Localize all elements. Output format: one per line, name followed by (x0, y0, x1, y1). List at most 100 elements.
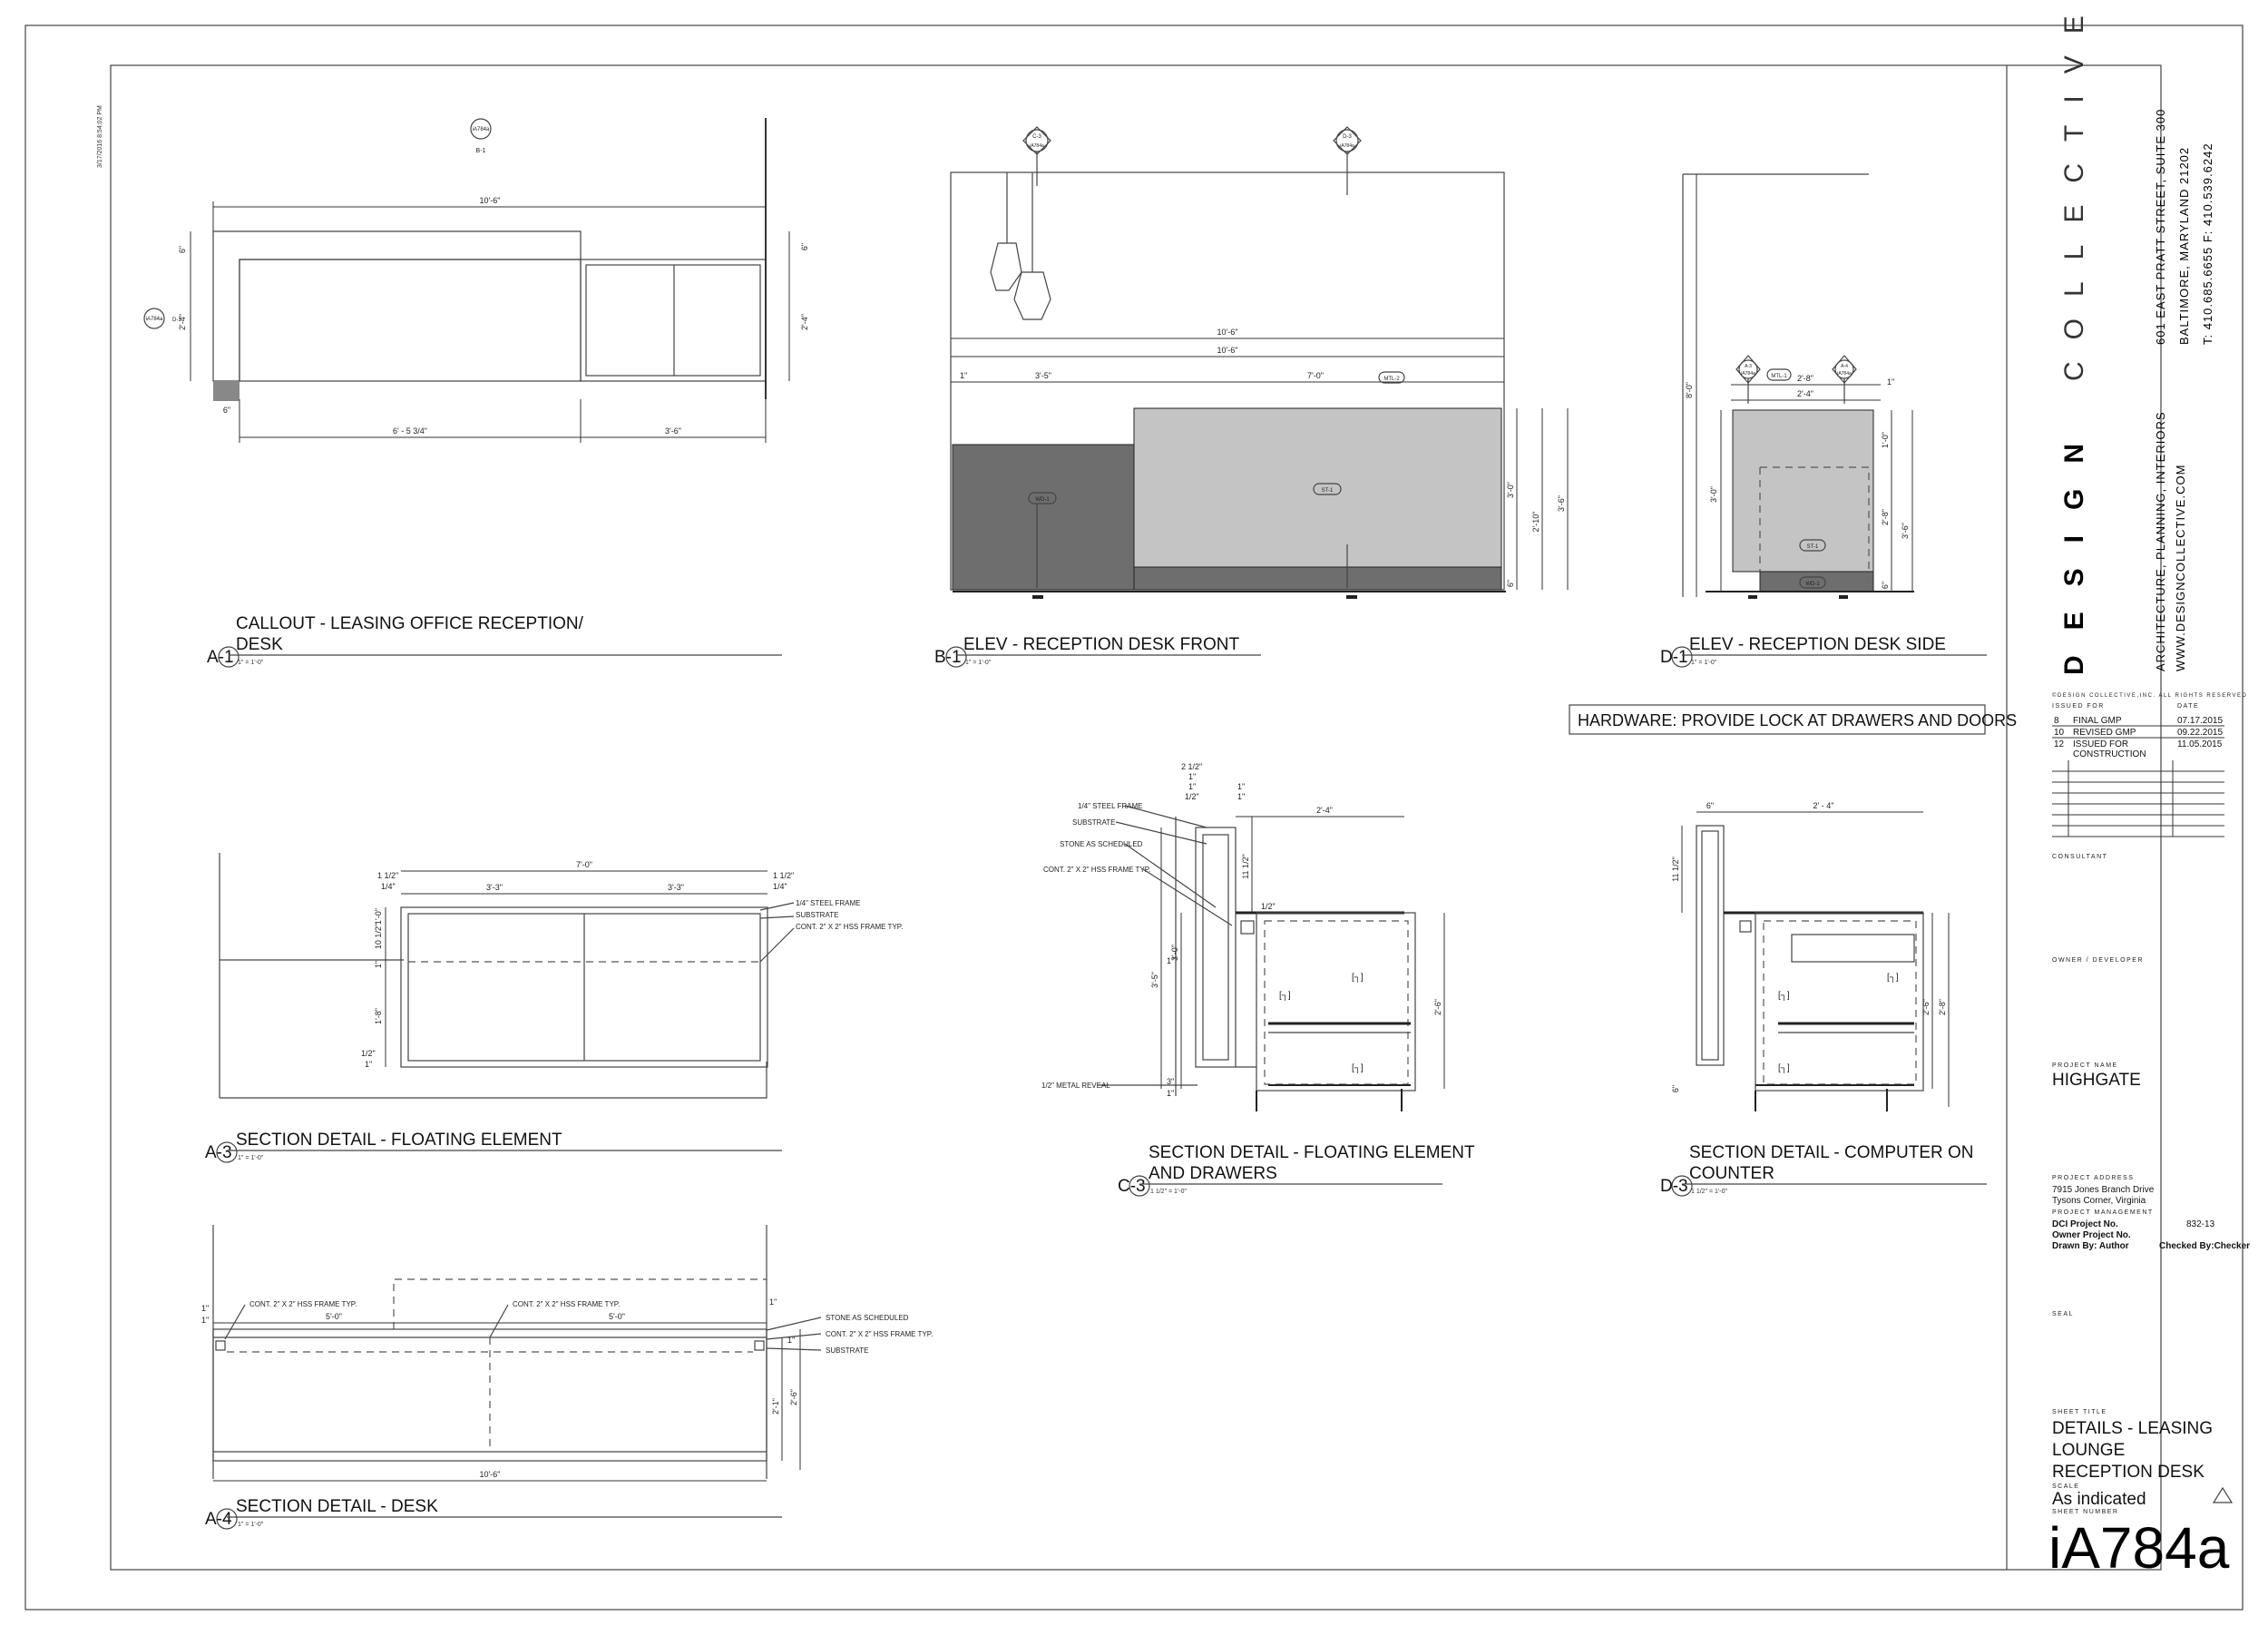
svg-text:3'-0": 3'-0" (1170, 945, 1179, 961)
svg-text:1": 1" (1188, 772, 1196, 781)
svg-text:SUBSTRATE: SUBSTRATE (796, 911, 838, 919)
svg-text:1/2": 1/2" (1185, 792, 1199, 801)
svg-text:2'-10": 2'-10" (1531, 512, 1540, 533)
svg-text:SUBSTRATE: SUBSTRATE (1072, 818, 1115, 827)
drawer-cabinet (1256, 912, 1416, 1092)
svg-text:WD-1: WD-1 (1805, 582, 1820, 587)
svg-text:3'-5": 3'-5" (1035, 371, 1051, 380)
svg-text:2'-8": 2'-8" (1881, 509, 1890, 525)
view-title: SECTION DETAIL - DESK (236, 1497, 438, 1516)
svg-text:1": 1" (201, 1316, 209, 1325)
section-marker-c3[interactable]: C-3 iA784a (1022, 126, 1051, 186)
view-a3: 7'-0" 3'-3" 3'-3" 1 1/2" 1/4" 1 1/2" 1/4… (205, 853, 903, 1163)
view-id: A-4 (205, 1510, 232, 1529)
svg-text:A-4: A-4 (1841, 364, 1848, 369)
svg-text:Drawn By: Author: Drawn By: Author (2052, 1241, 2129, 1251)
print-timestamp: 3/17/2016 8:54:02 PM (97, 105, 103, 168)
view-id: A-1 (207, 648, 234, 667)
sheet-title: DETAILS - LEASING (2052, 1419, 2213, 1438)
svg-text:2'-4": 2'-4" (1797, 389, 1813, 398)
view-title: ELEV - RECEPTION DESK FRONT (963, 635, 1239, 654)
pendant-light-icon (1013, 271, 1051, 320)
svg-text:2'-6": 2'-6" (1433, 999, 1442, 1015)
svg-text:1/4": 1/4" (773, 882, 787, 891)
material-tag-wd1: WD-1 (1028, 492, 1057, 504)
svg-text:3'-6": 3'-6" (665, 426, 681, 436)
hardware-note-box (1569, 704, 1986, 735)
section-marker-a3[interactable]: A-3 iA784a (1735, 355, 1761, 404)
svg-text:iA784a: iA784a (1030, 143, 1044, 149)
svg-text:1": 1" (1167, 956, 1174, 965)
copyright: ©DESIGN COLLECTIVE,INC. ALL RIGHTS RESER… (2052, 692, 2247, 699)
svg-text:1": 1" (1167, 1089, 1174, 1098)
view-title: SECTION DETAIL - COMPUTER ON (1689, 1143, 1974, 1162)
svg-text:2'-4": 2'-4" (1316, 806, 1333, 815)
svg-text:6": 6" (1706, 801, 1714, 810)
svg-text:B-1: B-1 (476, 148, 486, 154)
view-a1: iA784a B-1 iA784a D-1 10'-6" 6' - 5 3/4"… (143, 118, 809, 668)
svg-text:1/4" STEEL FRAME: 1/4" STEEL FRAME (796, 899, 860, 907)
svg-text:6": 6" (178, 246, 187, 253)
svg-text:11 1/2": 11 1/2" (1671, 857, 1680, 882)
svg-text:10'-6": 10'-6" (480, 196, 501, 205)
svg-text:CONT. 2" X 2" HSS FRAME TYP.: CONT. 2" X 2" HSS FRAME TYP. (1043, 866, 1150, 874)
firm-services: ARCHITECTURE, PLANNING, INTERIORS (2154, 411, 2167, 671)
section-marker-a4[interactable]: A-4 iA784a (1832, 355, 1857, 404)
svg-text:STONE AS SCHEDULED: STONE AS SCHEDULED (826, 1314, 909, 1322)
section-marker-d1[interactable]: iA784a D-1 (143, 308, 181, 329)
floating-element-section (400, 906, 768, 1068)
section-marker-b1[interactable]: iA784a B-1 (470, 118, 492, 154)
svg-text:Tysons Corner, Virginia: Tysons Corner, Virginia (2052, 1196, 2146, 1206)
svg-text:1/4" STEEL FRAME: 1/4" STEEL FRAME (1078, 802, 1142, 810)
svg-text:SUBSTRATE: SUBSTRATE (826, 1346, 868, 1355)
svg-text:FINAL GMP: FINAL GMP (2073, 716, 2122, 726)
svg-text:1" = 1'-0": 1" = 1'-0" (238, 660, 264, 666)
svg-text:1/2" METAL REVEAL: 1/2" METAL REVEAL (1041, 1082, 1110, 1090)
computer-panel-section (1696, 825, 1725, 1066)
project-name: HIGHGATE (2052, 1071, 2141, 1090)
section-marker-d3[interactable]: D-3 iA784a (1333, 126, 1362, 195)
svg-text:DATE: DATE (2177, 703, 2199, 710)
svg-text:1": 1" (1237, 782, 1245, 791)
svg-text:1": 1" (769, 1297, 777, 1307)
svg-text:[┐]: [┐] (1887, 973, 1899, 983)
svg-text:1": 1" (365, 1060, 372, 1069)
svg-text:1": 1" (787, 1336, 795, 1345)
svg-text:Checked By:Checker: Checked By:Checker (2159, 1241, 2250, 1251)
svg-text:REVISED GMP: REVISED GMP (2073, 728, 2136, 738)
svg-text:10'-6": 10'-6" (480, 1470, 501, 1479)
desk-side-stone (1732, 409, 1874, 573)
svg-text:iA784a: iA784a (1837, 371, 1852, 377)
svg-text:3'-3": 3'-3" (486, 883, 503, 892)
view-title: SECTION DETAIL - FLOATING ELEMENT (1149, 1143, 1475, 1162)
svg-text:3'-6": 3'-6" (1901, 523, 1910, 539)
svg-text:iA784a: iA784a (473, 127, 490, 132)
svg-text:iA784a: iA784a (146, 317, 163, 322)
svg-text:2'-4": 2'-4" (178, 314, 187, 330)
svg-text:1": 1" (201, 1304, 209, 1313)
firm-logo-light: COLLECTIVE (2059, 0, 2089, 381)
svg-text:3": 3" (1167, 1077, 1174, 1086)
pendant-light-icon (990, 242, 1022, 291)
svg-text:10'-6": 10'-6" (1217, 328, 1238, 337)
svg-text:ST-1: ST-1 (1807, 544, 1819, 550)
svg-text:CONSTRUCTION: CONSTRUCTION (2073, 749, 2146, 759)
material-tag-mtl2: MTL-2 (1378, 371, 1405, 384)
firm-logo-bold: DESIGN (2059, 418, 2089, 675)
svg-text:[┐]: [┐] (1279, 991, 1291, 1001)
svg-text:STONE AS SCHEDULED: STONE AS SCHEDULED (1060, 840, 1143, 848)
svg-text:8'-0": 8'-0" (1685, 382, 1694, 398)
desk-plan-return (580, 259, 767, 382)
svg-text:[┐]: [┐] (1352, 973, 1364, 983)
view-id: D-3 (1660, 1177, 1688, 1196)
svg-text:1" = 1'-0": 1" = 1'-0" (238, 1522, 264, 1528)
view-id: B-1 (934, 648, 962, 667)
svg-text:SCALE: SCALE (2052, 1483, 2079, 1490)
svg-text:SHEET TITLE: SHEET TITLE (2052, 1409, 2107, 1415)
svg-text:11 1/2": 11 1/2" (1241, 854, 1250, 879)
computer-cabinet (1755, 912, 1924, 1092)
svg-text:10 1/2": 10 1/2" (374, 924, 383, 949)
view-id: C-3 (1118, 1177, 1146, 1196)
svg-text:1": 1" (374, 961, 383, 968)
svg-text:[┐]: [┐] (1778, 1063, 1790, 1073)
